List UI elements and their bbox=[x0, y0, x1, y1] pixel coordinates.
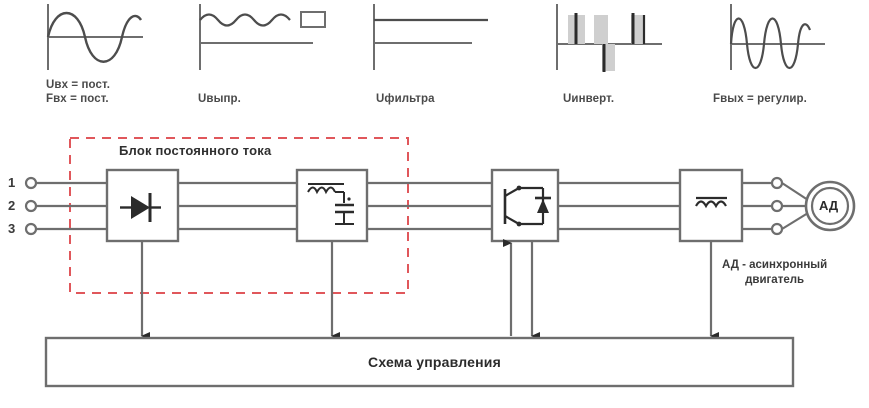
motor-legend-line2: двигатель bbox=[745, 274, 805, 286]
waveform-filtered-dc bbox=[373, 4, 488, 70]
waveform-label-rectified-line1: Uвыпр. bbox=[198, 93, 241, 105]
waveform-label-filtered: Uфильтра bbox=[376, 92, 435, 106]
phase-lines bbox=[36, 181, 772, 231]
diode-icon bbox=[120, 193, 161, 222]
output-terminals bbox=[770, 176, 784, 236]
block-output-reactor bbox=[678, 168, 744, 340]
terminal-label-2: 2 bbox=[8, 198, 16, 213]
terminal-label-1: 1 bbox=[8, 175, 16, 190]
motor-legend-line1: АД - асинхронный bbox=[722, 259, 828, 271]
waveform-rectified-dc bbox=[199, 4, 326, 70]
dc-block-label: Блок постоянного тока bbox=[119, 143, 272, 158]
waveform-label-input: Uвх = пост. Fвх = пост. bbox=[46, 78, 110, 106]
terminal-3 bbox=[24, 222, 38, 236]
output-terminal-2 bbox=[770, 199, 784, 213]
terminal-1 bbox=[24, 176, 38, 190]
waveform-label-output: Fвых = регулир. bbox=[713, 92, 807, 106]
waveform-label-inverter: Uинверт. bbox=[563, 92, 614, 106]
waveform-input-sine bbox=[46, 4, 143, 70]
output-terminal-3 bbox=[770, 222, 784, 236]
motor-legend: АД - асинхронный двигатель bbox=[722, 258, 827, 288]
lc-filter-icon bbox=[307, 183, 354, 225]
block-rectifier bbox=[105, 168, 180, 340]
block-inverter bbox=[490, 168, 560, 340]
waveform-label-inverter-line1: Uинверт. bbox=[563, 93, 615, 105]
waveform-output-sine bbox=[729, 4, 825, 70]
control-box bbox=[44, 336, 795, 388]
block-filter bbox=[295, 168, 369, 340]
dc-block-boundary bbox=[69, 137, 409, 294]
output-terminal-1 bbox=[770, 176, 784, 190]
motor-symbol-text: АД bbox=[819, 198, 839, 213]
terminal-2 bbox=[24, 199, 38, 213]
control-box-label: Схема управления bbox=[368, 354, 501, 370]
input-terminals bbox=[24, 176, 38, 236]
igbt-icon bbox=[503, 185, 551, 227]
terminal-label-3: 3 bbox=[8, 221, 16, 236]
waveform-label-input-line2: Fвх = пост. bbox=[46, 93, 109, 105]
motor-symbol bbox=[804, 180, 856, 232]
waveform-label-filtered-line1: Uфильтра bbox=[376, 93, 435, 105]
waveform-inverter-pwm bbox=[556, 4, 662, 72]
waveform-label-rectified: Uвыпр. bbox=[198, 92, 241, 106]
waveform-label-input-line1: Uвх = пост. bbox=[46, 79, 111, 91]
waveform-label-output-line1: Fвых = регулир. bbox=[713, 93, 807, 105]
inductor-icon bbox=[695, 196, 727, 209]
